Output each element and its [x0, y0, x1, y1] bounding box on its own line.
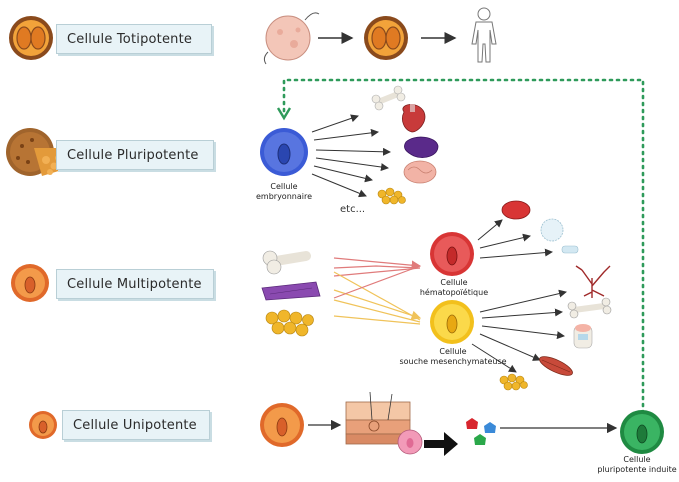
caption-embryonic: Cellule embryonnaire: [244, 182, 324, 202]
mesenchymal-arrows: [471, 289, 567, 373]
reprogramming-arrowhead: [276, 107, 292, 121]
caption-hematopoietic: Cellule hématopoïétique: [412, 278, 496, 298]
multipotent-arrows: [333, 257, 422, 325]
bone-piece-icon: [262, 250, 311, 275]
caption-hematopoietic-line1: Cellule: [440, 278, 468, 287]
caption-induced-line2: pluripotente induite: [597, 465, 677, 474]
hematopoietic-cell-icon: [430, 232, 474, 276]
reprogramming-dotted-path: [282, 78, 645, 422]
caption-embryonic-line2: embryonnaire: [255, 192, 312, 201]
embryonic-arrows: [311, 114, 391, 198]
caption-hematopoietic-line2: hématopoïétique: [419, 288, 489, 297]
big-black-arrow-icon: [424, 432, 458, 456]
label-totipotent: Cellule Totipotente: [56, 24, 212, 54]
embryonic-cell-icon: [260, 128, 308, 176]
human-body-icon: [471, 7, 497, 63]
zygote-icon: [364, 16, 408, 60]
oocyte-icon: [263, 12, 320, 65]
unipotent-icon: [29, 411, 57, 439]
skin-cell-icon: [260, 403, 304, 447]
brain-icon: [403, 160, 437, 184]
muscle-tissue-icon: [261, 281, 321, 301]
label-unipotent: Cellule Unipotente: [62, 410, 210, 440]
reprogramming-factors-icon: [466, 418, 496, 445]
liver-icon: [404, 136, 439, 158]
bone-cell-icon: [567, 297, 612, 319]
heart-icon: [402, 104, 426, 133]
hematopoietic-arrows: [477, 219, 553, 259]
caption-induced-line1: Cellule: [623, 455, 651, 464]
caption-embryonic-line1: Cellule: [270, 182, 298, 191]
caption-etc: etc...: [340, 204, 366, 215]
multipotent-icon: [11, 264, 49, 302]
caption-induced: Cellule pluripotente induite: [596, 455, 678, 475]
cartilage-joint-icon: [573, 324, 593, 349]
caption-mesenchymal-line2: souche mesenchymateuse: [399, 357, 507, 366]
label-pluripotent: Cellule Pluripotente: [56, 140, 214, 170]
white-blood-cell-icon: [540, 218, 564, 242]
mesenchymal-cell-icon: [430, 300, 474, 344]
platelet-icon: [561, 245, 579, 254]
bone-icon: [371, 85, 406, 111]
nerve-cell-icon: [575, 265, 611, 298]
adipose-tissue-icon: [265, 309, 314, 337]
red-blood-cell-icon: [501, 200, 531, 220]
totipotent-icon: [9, 16, 53, 60]
induced-pluripotent-cell-icon: [620, 410, 664, 454]
blastocyst-icon: [6, 128, 62, 176]
label-multipotent: Cellule Multipotente: [56, 269, 214, 299]
pink-cell-icon: [397, 429, 423, 455]
caption-mesenchymal-line1: Cellule: [439, 347, 467, 356]
caption-mesenchymal: Cellule souche mesenchymateuse: [392, 347, 514, 367]
muscle-fiber-icon: [539, 356, 573, 376]
fat-cells-icon: [377, 187, 406, 205]
skin-tissue-icon: [345, 391, 411, 445]
mesenchymal-fat-icon: [499, 373, 528, 391]
